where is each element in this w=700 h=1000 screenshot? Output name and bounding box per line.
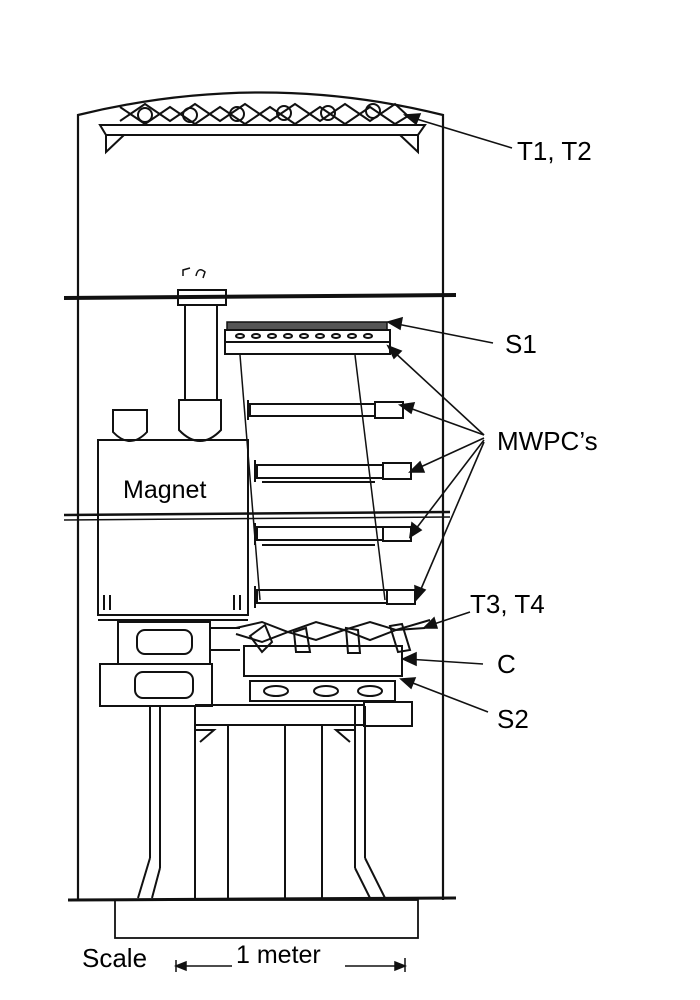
- s2-counter: [249, 680, 413, 727]
- label-s1: S1: [505, 329, 537, 359]
- label-mwpc: MWPC’s: [497, 426, 598, 456]
- mwpc-1: [247, 400, 404, 420]
- scale-bar: [173, 958, 408, 972]
- t3-t4-counter-array: [235, 619, 431, 654]
- base-platform: [114, 899, 419, 939]
- leader-arrows: [385, 113, 513, 713]
- label-s2: S2: [497, 704, 529, 734]
- support-frame: [137, 704, 386, 899]
- middle-deck: [63, 510, 451, 517]
- cherenkov-counter: [243, 645, 403, 677]
- label-c: C: [497, 649, 516, 679]
- label-scale-value: 1 meter: [236, 941, 321, 969]
- gondola-shell: [76, 91, 445, 900]
- t1-t2-counter-array: [98, 102, 427, 155]
- label-t3-t4: T3, T4: [470, 589, 545, 619]
- s1-counter: [224, 321, 391, 355]
- support-blocks: [99, 621, 240, 707]
- label-t1-t2: T1, T2: [517, 136, 592, 166]
- mwpc-2: [254, 460, 412, 483]
- label-magnet: Magnet: [123, 476, 206, 504]
- mwpc-3: [254, 523, 412, 546]
- label-scale: Scale: [82, 943, 147, 973]
- mwpc-4: [254, 586, 416, 608]
- magnet-cryostat: [97, 267, 249, 621]
- upper-deck: [63, 293, 457, 300]
